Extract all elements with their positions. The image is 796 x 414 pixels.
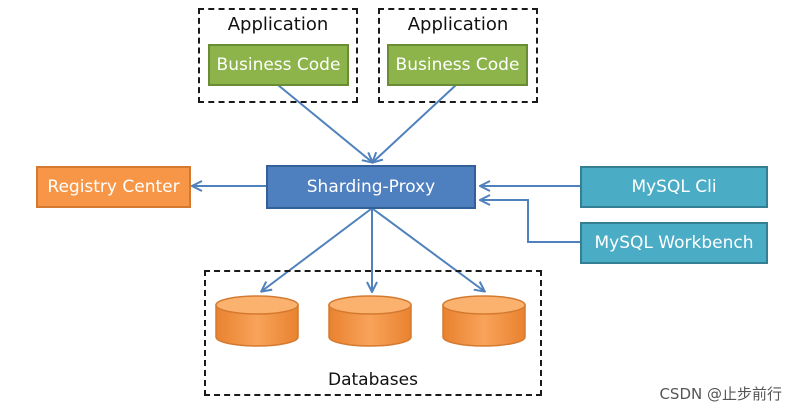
csdn-watermark: CSDN @止步前行 xyxy=(659,385,782,403)
business-code-box-right[interactable]: Business Code xyxy=(387,44,528,86)
database-cylinder-left xyxy=(215,295,299,347)
business-code-box-left[interactable]: Business Code xyxy=(208,44,349,86)
application-group-left: Application xyxy=(198,8,358,103)
arrow-app-left-to-proxy xyxy=(277,84,372,162)
databases-group: Databases xyxy=(204,270,542,396)
arrow-proxy-to-db-right xyxy=(372,208,484,291)
databases-label: Databases xyxy=(328,370,418,390)
registry-center-box[interactable]: Registry Center xyxy=(36,166,191,208)
mysql-cli-box[interactable]: MySQL Cli xyxy=(580,166,768,208)
mysql-workbench-box[interactable]: MySQL Workbench xyxy=(580,222,768,264)
arrow-workbench-to-proxy xyxy=(481,200,580,243)
application-group-right: Application xyxy=(378,8,538,103)
arrow-proxy-to-db-left xyxy=(262,208,372,291)
database-cylinder-middle xyxy=(328,295,412,347)
application-label-right: Application xyxy=(407,14,509,35)
application-label-left: Application xyxy=(227,14,329,35)
arrow-app-right-to-proxy xyxy=(373,84,457,162)
database-cylinder-right xyxy=(442,295,526,347)
sharding-proxy-box[interactable]: Sharding-Proxy xyxy=(266,165,476,209)
